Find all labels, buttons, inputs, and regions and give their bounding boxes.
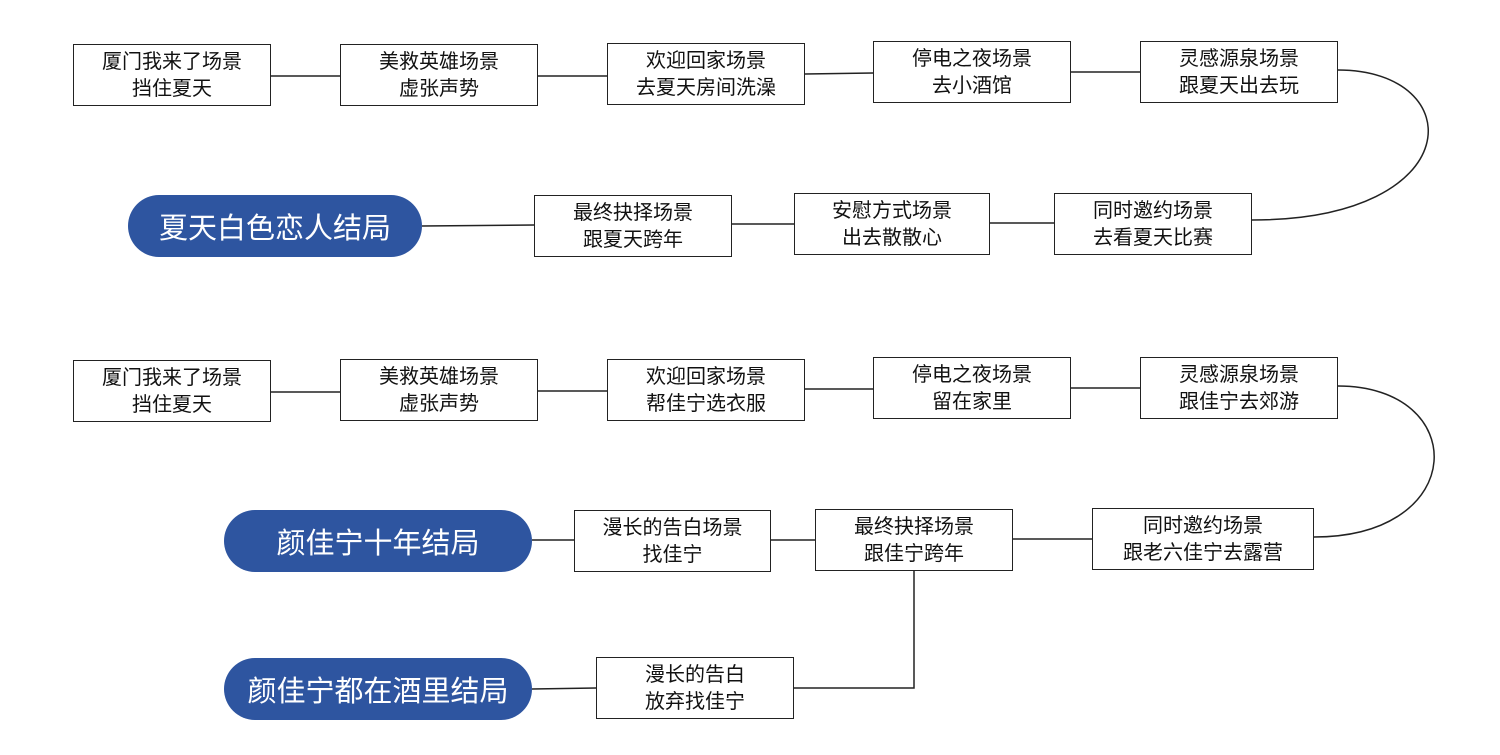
choice-label: 虚张声势: [399, 391, 479, 415]
choice-label: 找佳宁: [642, 542, 703, 566]
scene-label: 欢迎回家场景: [646, 48, 766, 72]
scene-label: 漫长的告白场景: [602, 515, 743, 539]
scene-label: 美救英雄场景: [379, 49, 499, 73]
choice-label: 放弃找佳宁: [645, 689, 745, 713]
scene-label: 厦门我来了场景: [102, 49, 242, 73]
choice-label: 去夏天房间洗澡: [636, 75, 776, 99]
flow-b-step-5: 灵感源泉场景 跟佳宁去郊游: [1140, 357, 1338, 419]
choice-label: 挡住夏天: [132, 76, 212, 100]
flow-b-ending-alt: 颜佳宁都在酒里结局: [224, 658, 532, 720]
flow-b-step-8: 漫长的告白场景 找佳宁: [574, 510, 771, 572]
choice-label: 去小酒馆: [932, 73, 1012, 97]
choice-label: 跟老六佳宁去露营: [1123, 540, 1283, 564]
flow-b-step-alt: 漫长的告白 放弃找佳宁: [596, 657, 794, 719]
choice-label: 挡住夏天: [132, 392, 212, 416]
scene-label: 同时邀约场景: [1093, 198, 1213, 222]
scene-label: 最终抉择场景: [573, 200, 693, 224]
flow-a-step-3: 欢迎回家场景 去夏天房间洗澡: [607, 43, 805, 105]
connector: [421, 224, 535, 227]
flow-a-step-1: 厦门我来了场景 挡住夏天: [73, 44, 271, 106]
choice-label: 跟佳宁去郊游: [1179, 389, 1299, 413]
flow-a-step-4: 停电之夜场景 去小酒馆: [873, 41, 1071, 103]
flow-a-step-5: 灵感源泉场景 跟夏天出去玩: [1140, 41, 1338, 103]
scene-label: 欢迎回家场景: [646, 364, 766, 388]
flow-b-step-1: 厦门我来了场景 挡住夏天: [73, 360, 271, 422]
scene-label: 最终抉择场景: [854, 514, 974, 538]
flow-b-ending-main: 颜佳宁十年结局: [224, 510, 532, 572]
scene-label: 停电之夜场景: [912, 362, 1032, 386]
choice-label: 留在家里: [932, 389, 1012, 413]
scene-label: 同时邀约场景: [1143, 513, 1263, 537]
flow-a-ending: 夏天白色恋人结局: [128, 195, 422, 257]
choice-label: 跟夏天跨年: [583, 227, 683, 251]
choice-label: 帮佳宁选衣服: [646, 391, 766, 415]
flow-a-step-2: 美救英雄场景 虚张声势: [340, 44, 538, 106]
scene-label: 灵感源泉场景: [1179, 362, 1299, 386]
scene-label: 停电之夜场景: [912, 46, 1032, 70]
flow-a-step-7: 安慰方式场景 出去散散心: [794, 193, 990, 255]
scene-label: 漫长的告白: [645, 662, 745, 686]
choice-label: 出去散散心: [842, 225, 942, 249]
flow-b-step-2: 美救英雄场景 虚张声势: [340, 359, 538, 421]
choice-label: 去看夏天比赛: [1093, 225, 1213, 249]
connector-curve: [1251, 69, 1429, 221]
choice-label: 虚张声势: [399, 76, 479, 100]
flow-b-step-3: 欢迎回家场景 帮佳宁选衣服: [607, 359, 805, 421]
flow-b-step-6: 同时邀约场景 跟老六佳宁去露营: [1092, 508, 1314, 570]
flow-b-step-4: 停电之夜场景 留在家里: [873, 357, 1071, 419]
choice-label: 跟夏天出去玩: [1179, 73, 1299, 97]
scene-label: 美救英雄场景: [379, 364, 499, 388]
connector: [531, 687, 597, 690]
connector-branch: [794, 571, 915, 689]
choice-label: 跟佳宁跨年: [864, 541, 964, 565]
scene-label: 灵感源泉场景: [1179, 46, 1299, 70]
connector: [804, 72, 874, 75]
scene-label: 厦门我来了场景: [102, 365, 242, 389]
flow-a-step-8: 最终抉择场景 跟夏天跨年: [534, 195, 732, 257]
scene-label: 安慰方式场景: [832, 198, 952, 222]
flow-a-step-6: 同时邀约场景 去看夏天比赛: [1054, 193, 1252, 255]
flow-b-step-7: 最终抉择场景 跟佳宁跨年: [815, 509, 1013, 571]
connector-curve: [1313, 385, 1435, 538]
